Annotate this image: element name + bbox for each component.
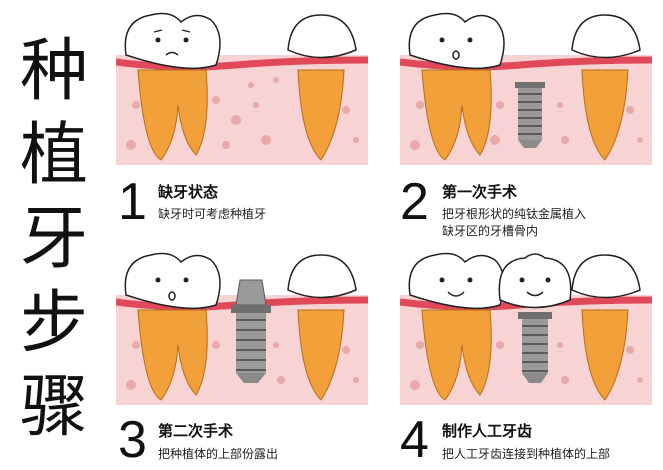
step3-illustration	[116, 250, 368, 405]
step4-illustration	[400, 250, 652, 405]
title-char: 牙	[19, 200, 88, 279]
step1-desc: 缺牙时可考虑种植牙	[158, 207, 267, 221]
bone-dots	[126, 77, 359, 150]
implant-screw	[515, 82, 545, 148]
step2-number: 2	[400, 173, 429, 231]
vertical-title: 种 植 牙 步 骤	[10, 30, 98, 450]
step2-illustration	[400, 10, 652, 165]
title-char: 种	[19, 32, 88, 111]
implant-abutment	[231, 279, 271, 383]
artificial-crown	[498, 253, 572, 309]
step4-title: 制作人工牙齿	[442, 422, 533, 440]
step1-title: 缺牙状态	[158, 183, 219, 201]
step2-title: 第一次手术	[442, 183, 518, 201]
tooth-root	[137, 69, 208, 161]
step3-number: 3	[118, 411, 147, 469]
step1-illustration	[116, 10, 368, 165]
tooth-crown	[124, 12, 221, 70]
title-char: 步	[19, 284, 88, 363]
step2-desc-line1: 把牙根形状的纯钛金属植入	[442, 207, 587, 221]
step2-desc-line2: 缺牙区的牙槽骨内	[442, 224, 539, 238]
step3-title: 第二次手术	[158, 422, 234, 440]
gum-line	[116, 56, 368, 71]
step4-number: 4	[400, 411, 429, 469]
step1-number: 1	[118, 173, 147, 231]
title-char: 植	[19, 116, 88, 195]
title-char: 骤	[19, 368, 88, 447]
step3-desc: 把种植体的上部份露出	[158, 447, 279, 461]
implant-with-crown	[498, 253, 572, 383]
step4-desc: 把人工牙齿连接到种植体的上部	[442, 447, 611, 461]
